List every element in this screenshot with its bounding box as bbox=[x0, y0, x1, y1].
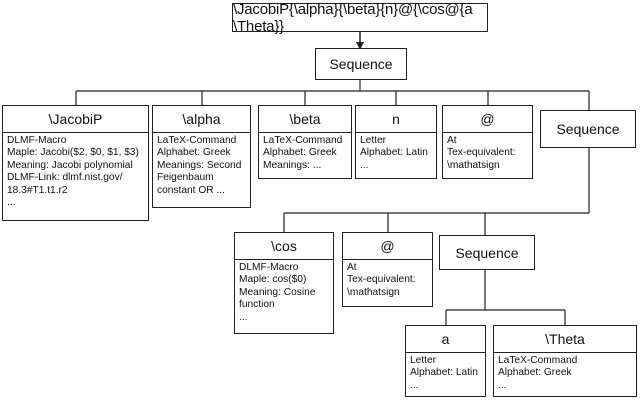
node-attribute: Maple: cos($0) bbox=[239, 274, 307, 286]
node-attribute: Feigenbaum bbox=[157, 172, 214, 184]
node-attribute: Meanings: Second bbox=[157, 159, 242, 171]
token-node-cos: \cos DLMF-Macro Maple: cos($0) Meaning: … bbox=[234, 232, 334, 334]
node-attribute: Maple: Jacobi($2, $0, $1, $3) bbox=[7, 147, 139, 159]
token-node-a: a Letter Alphabet: Latin ... bbox=[405, 325, 486, 397]
node-title: @ bbox=[343, 233, 432, 260]
node-attribute: Alphabet: Latin bbox=[410, 367, 478, 379]
node-attribute: Tex-equivalent: bbox=[347, 274, 416, 286]
node-attribute: \mathatsign bbox=[347, 286, 400, 298]
token-node-theta: \Theta LaTeX-Command Alphabet: Greek ... bbox=[493, 325, 637, 397]
node-attribute: Tex-equivalent: bbox=[447, 147, 516, 159]
node-attribute: DLMF-Link: dlmf.nist.gov/ bbox=[7, 172, 123, 184]
node-attribute: DLMF-Macro bbox=[7, 135, 67, 146]
node-attribute: Letter bbox=[410, 355, 437, 366]
node-title: \Theta bbox=[494, 326, 636, 353]
node-attribute: LaTeX-Command bbox=[157, 135, 237, 146]
node-attribute: Alphabet: Greek bbox=[498, 367, 572, 379]
node-attributes: DLMF-Macro Maple: Jacobi($2, $0, $1, $3)… bbox=[3, 133, 148, 209]
token-node-n: n Letter Alphabet: Latin ... bbox=[355, 105, 437, 179]
node-title: @ bbox=[443, 106, 532, 133]
token-node-alpha: \alpha LaTeX-Command Alphabet: Greek Mea… bbox=[152, 105, 251, 208]
node-title: a bbox=[406, 326, 485, 353]
root-expression-node: \JacobiP{\alpha}{\beta}{n}@{\cos@{a \The… bbox=[232, 0, 488, 35]
sequence-node-mid: Sequence bbox=[540, 110, 636, 148]
root-expression-label: \JacobiP{\alpha}{\beta}{n}@{\cos@{a \The… bbox=[233, 0, 473, 35]
node-attribute: ... bbox=[498, 379, 507, 391]
node-attribute: At bbox=[347, 262, 357, 273]
node-attribute: 18.3#T1.t1.r2 bbox=[7, 184, 68, 196]
node-attributes: LaTeX-Command Alphabet: Greek Meanings: … bbox=[259, 133, 351, 172]
node-attribute: \mathatsign bbox=[447, 159, 500, 171]
sequence-label: Sequence bbox=[329, 56, 393, 72]
node-attribute: Meaning: Cosine bbox=[239, 286, 316, 298]
node-title: \cos bbox=[235, 233, 333, 260]
token-node-beta: \beta LaTeX-Command Alphabet: Greek Mean… bbox=[258, 105, 352, 179]
node-attributes: Letter Alphabet: Latin ... bbox=[356, 133, 436, 172]
node-attribute: Alphabet: Latin bbox=[360, 147, 428, 159]
sequence-label: Sequence bbox=[455, 244, 519, 261]
node-attribute: ... bbox=[239, 311, 248, 323]
token-node-jacobip: \JacobiP DLMF-Macro Maple: Jacobi($2, $0… bbox=[2, 105, 149, 221]
node-title: \alpha bbox=[153, 106, 250, 133]
node-attribute: ... bbox=[360, 159, 369, 171]
node-attributes: DLMF-Macro Maple: cos($0) Meaning: Cosin… bbox=[235, 260, 333, 324]
node-attribute: LaTeX-Command bbox=[498, 355, 578, 366]
node-attributes: LaTeX-Command Alphabet: Greek Meanings: … bbox=[153, 133, 250, 197]
sequence-node-bottom: Sequence bbox=[439, 235, 535, 270]
token-node-at-1: @ At Tex-equivalent: \mathatsign bbox=[442, 105, 533, 179]
node-title: n bbox=[356, 106, 436, 133]
node-attribute: LaTeX-Command bbox=[263, 135, 343, 146]
sequence-label: Sequence bbox=[556, 121, 620, 137]
node-attribute: Meanings: ... bbox=[263, 159, 322, 171]
node-attributes: Letter Alphabet: Latin ... bbox=[406, 353, 485, 392]
node-attribute: function bbox=[239, 299, 275, 311]
node-title: \JacobiP bbox=[3, 106, 148, 133]
node-attribute: Alphabet: Greek bbox=[263, 147, 337, 159]
token-node-at-2: @ At Tex-equivalent: \mathatsign bbox=[342, 232, 433, 307]
node-attribute: Alphabet: Greek bbox=[157, 147, 231, 159]
node-attributes: At Tex-equivalent: \mathatsign bbox=[443, 133, 532, 172]
node-attributes: At Tex-equivalent: \mathatsign bbox=[343, 260, 432, 299]
node-attributes: LaTeX-Command Alphabet: Greek ... bbox=[494, 353, 636, 392]
node-attribute: DLMF-Macro bbox=[239, 262, 299, 273]
node-attribute: ... bbox=[410, 379, 419, 391]
node-attribute: At bbox=[447, 135, 457, 146]
node-attribute: Meaning: Jacobi polynomial bbox=[7, 159, 133, 171]
node-title: \beta bbox=[259, 106, 351, 133]
node-attribute: ... bbox=[7, 197, 16, 209]
sequence-node-top: Sequence bbox=[315, 48, 407, 80]
node-attribute: constant OR ... bbox=[157, 184, 225, 196]
node-attribute: Letter bbox=[360, 135, 387, 146]
